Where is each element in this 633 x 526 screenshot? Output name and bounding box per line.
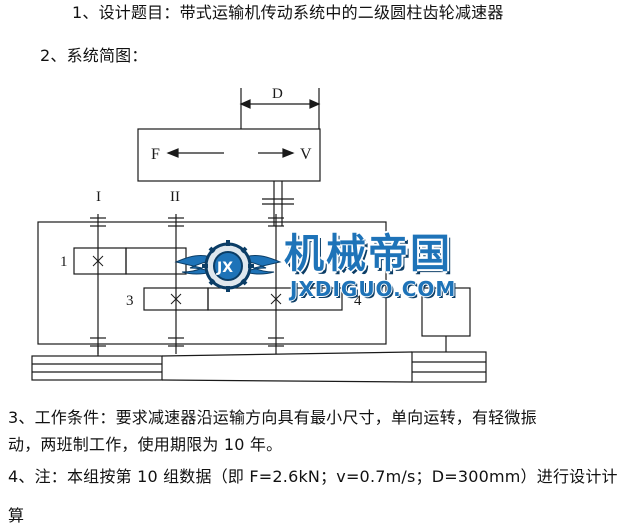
dim-arrow-left [239,99,251,109]
belt-top [161,351,413,357]
force-arrowhead [166,148,179,158]
label-gear-3: 3 [126,293,134,309]
label-gear-1: 1 [60,254,68,270]
label-d: D [272,86,283,102]
gear-cross-marks [92,255,282,305]
belt-pulley-small [31,355,163,381]
system-diagram-heading: 2、系统简图： [40,46,148,65]
label-f: F [151,146,160,163]
design-title-line: 1、设计题目：带式运输机传动系统中的二级圆柱齿轮减速器 [72,3,504,22]
working-conditions-line-1: 3、工作条件：要求减速器沿运输方向具有最小尺寸，单向运转，有轻微振 [8,408,537,427]
dim-arrow-right [309,99,321,109]
belt-bottom [161,379,413,383]
working-conditions-line-2: 动，两班制工作，使用期限为 10 年。 [8,435,283,454]
gearbox-housing [37,221,387,345]
note-line-2: 算 [8,506,25,525]
bearings [90,217,284,347]
gear-4 [207,287,343,311]
transmission-system-diagram: D F V I II 1 3 4 [31,84,487,383]
watermark-subtitle: JXDIGUO.COM [290,277,457,301]
velocity-arrowhead [282,148,295,158]
label-v: V [300,146,312,163]
gear-wing-emblem-icon: JX [174,240,282,292]
watermark-title: 机械帝国 [284,231,452,277]
label-shaft-ii: II [170,189,180,205]
label-shaft-i: I [96,189,101,205]
emblem-text: JX [216,260,233,276]
gear-1 [73,247,127,275]
conveyor-drum [137,128,321,182]
note-line-1: 4、注：本组按第 10 组数据（即 F=2.6kN；v=0.7m/s；D=300… [8,467,618,486]
label-gear-4: 4 [354,293,362,309]
belt-pulley-large [411,351,487,383]
watermark-logo: JX 机械帝国 JXDIGUO.COM [172,232,492,312]
